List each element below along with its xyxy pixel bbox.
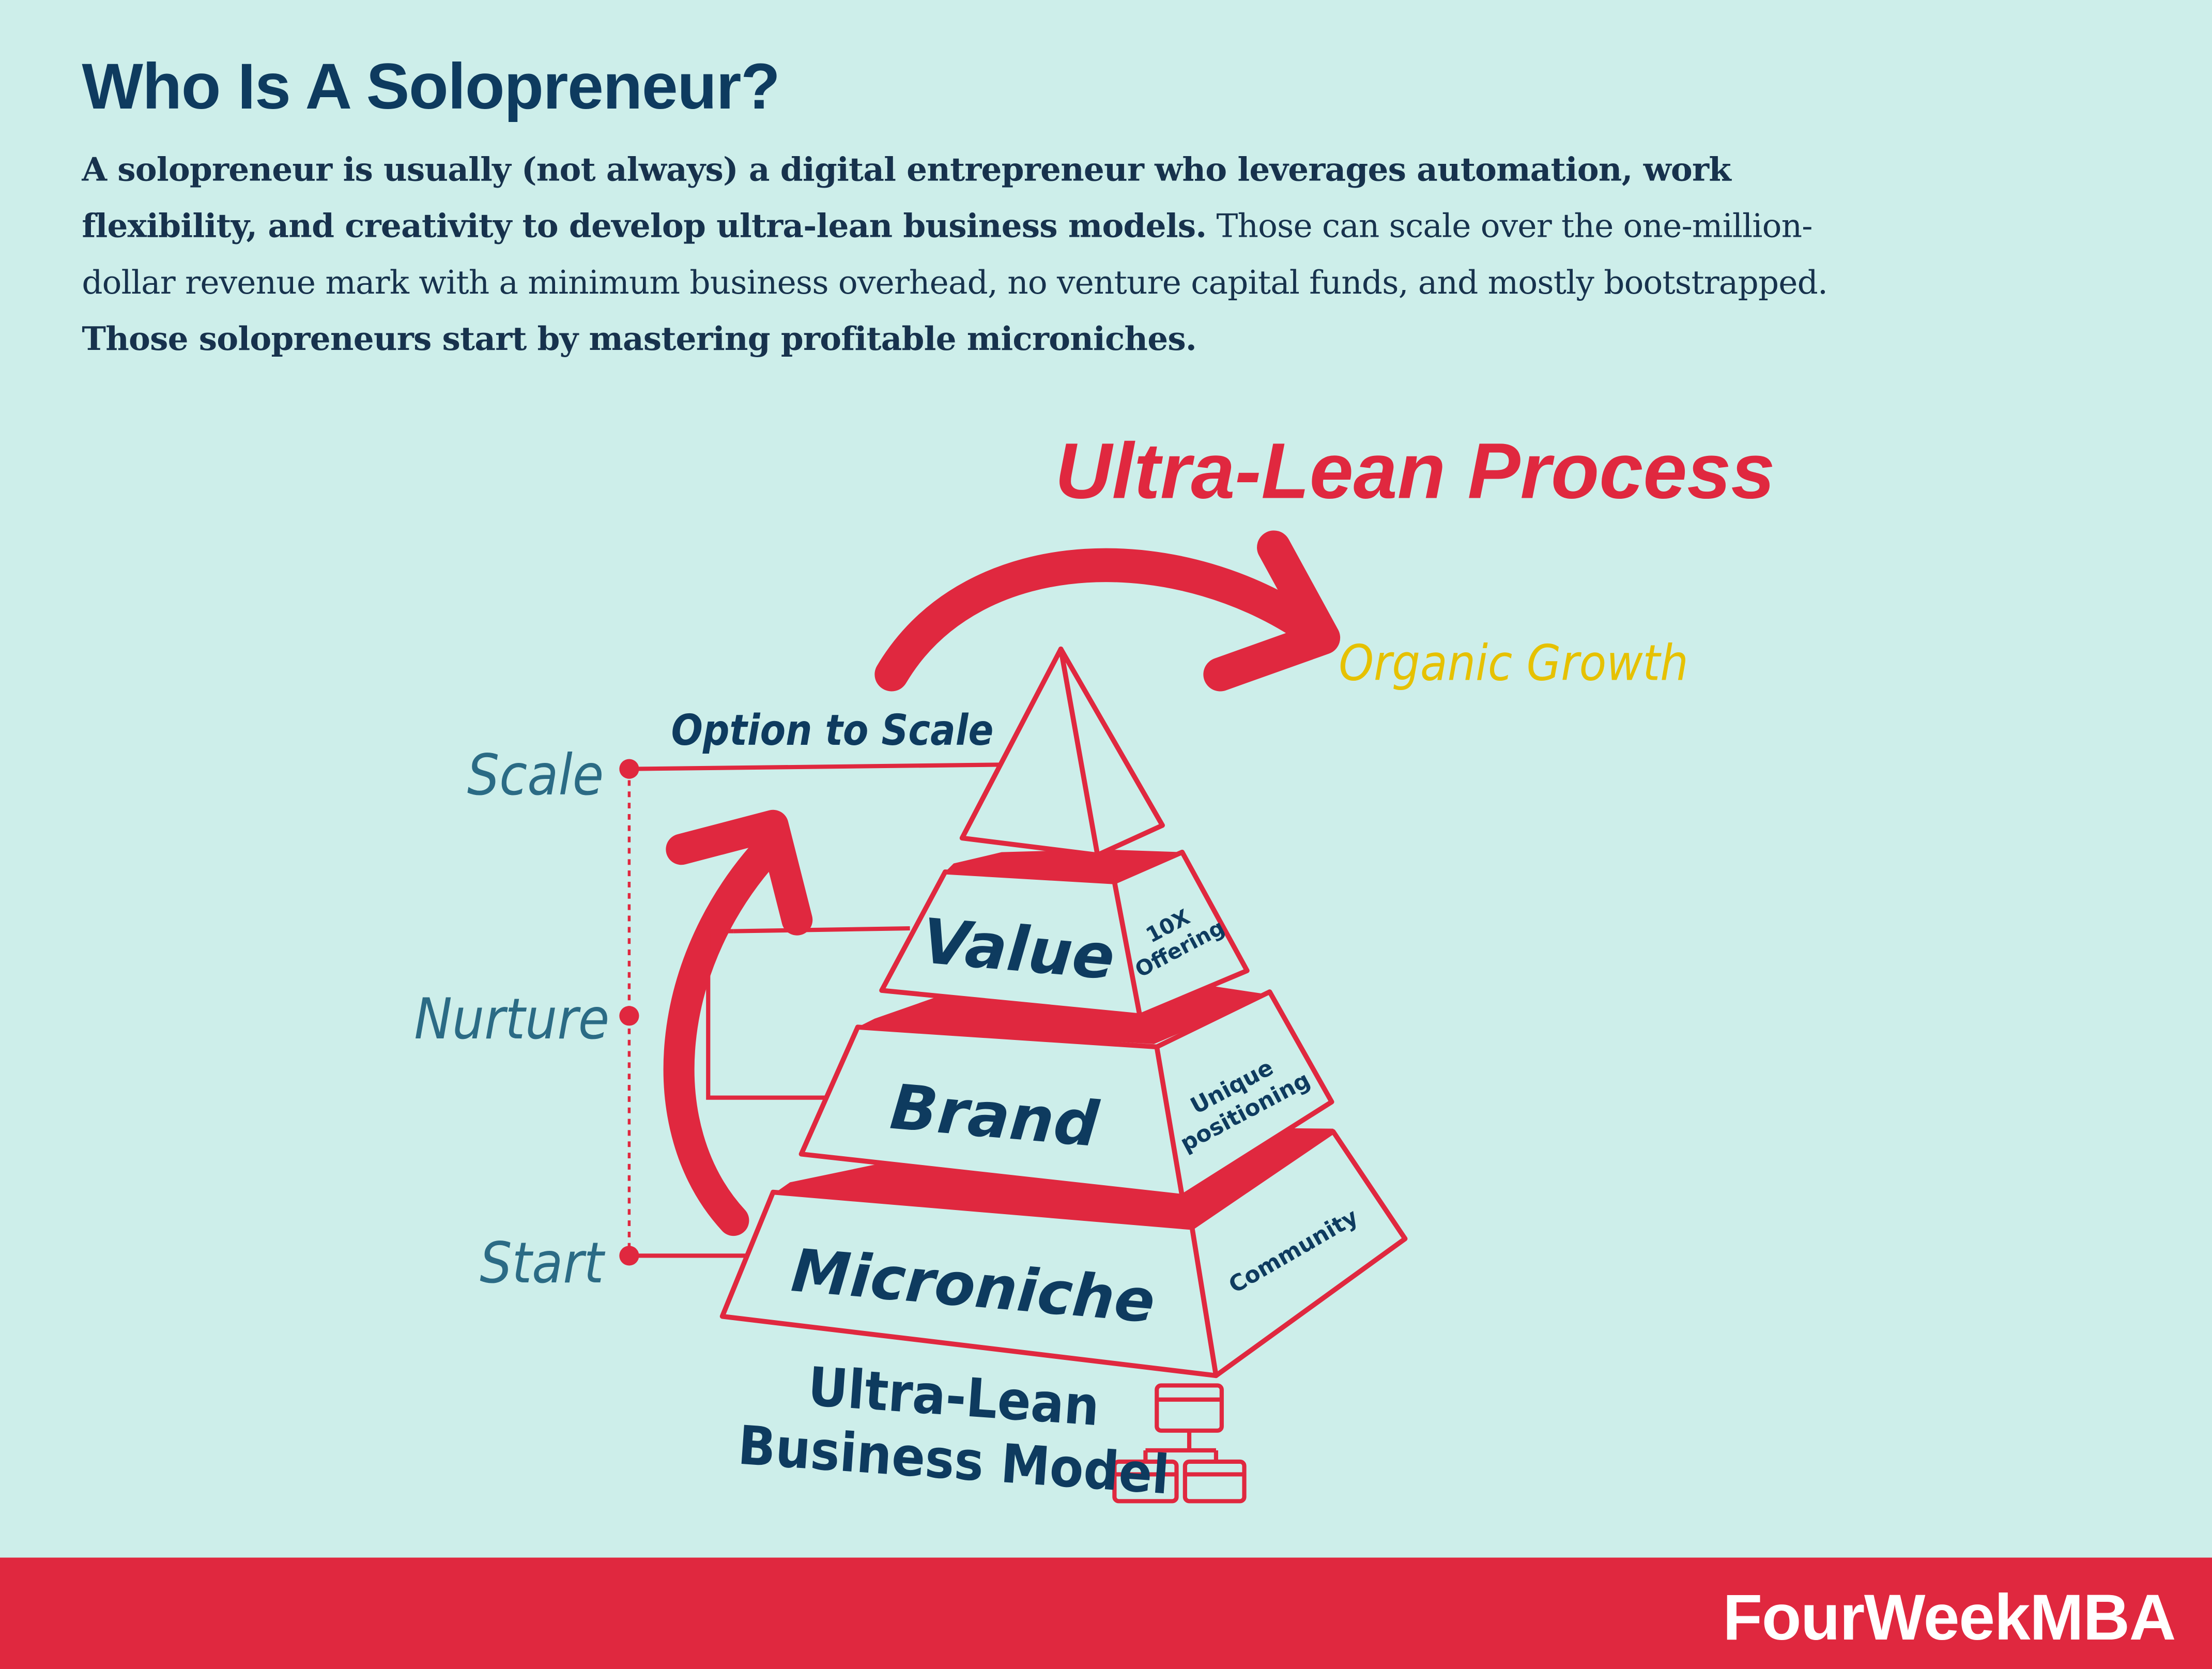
org-chart-icon <box>1112 1383 1247 1504</box>
brand-side <box>1154 989 1334 1199</box>
intro-regular: Those can scale over the one-million-dol… <box>82 208 1828 302</box>
option-to-scale-label: Option to Scale <box>671 706 994 756</box>
nurture-arrowhead <box>666 809 813 936</box>
level-value-label: Value <box>919 906 1117 994</box>
organic-growth-arrow <box>874 548 1336 692</box>
nurture-connector <box>733 926 910 933</box>
intro-bold-2: Those solopreneurs start by mastering pr… <box>82 320 1196 359</box>
microniche-side <box>1189 1129 1408 1379</box>
scale-dot <box>619 759 639 779</box>
scale-connector <box>632 762 999 771</box>
organic-growth-arrowhead <box>1203 530 1341 692</box>
stage-start-label: Start <box>480 1231 605 1296</box>
ultra-lean-diagram: Ultra-Lean Process Organic Growth Option… <box>414 427 1775 1507</box>
intro-paragraph: A solopreneur is usually (not always) a … <box>82 143 1831 369</box>
intro-bold-1: A solopreneur is usually (not always) a … <box>82 151 1731 246</box>
nurture-arrow <box>663 828 789 1236</box>
footer-bar: FourWeekMBA <box>0 1557 2212 1669</box>
start-dot <box>619 1246 639 1266</box>
value-side <box>1112 849 1250 1019</box>
organic-growth-label: Organic Growth <box>1339 635 1688 692</box>
stage-scale-label: Scale <box>467 743 604 808</box>
value-top-band <box>945 849 1182 881</box>
brand-logo: FourWeekMBA <box>1723 1580 2176 1654</box>
apex-side <box>1058 646 1165 858</box>
page-title: Who Is A Solopreneur? <box>82 49 780 123</box>
nurture-bracket <box>706 929 833 1100</box>
nurture-dot <box>619 1006 639 1026</box>
process-title: Ultra-Lean Process <box>1055 427 1775 515</box>
stage-nurture-label: Nurture <box>414 987 609 1052</box>
